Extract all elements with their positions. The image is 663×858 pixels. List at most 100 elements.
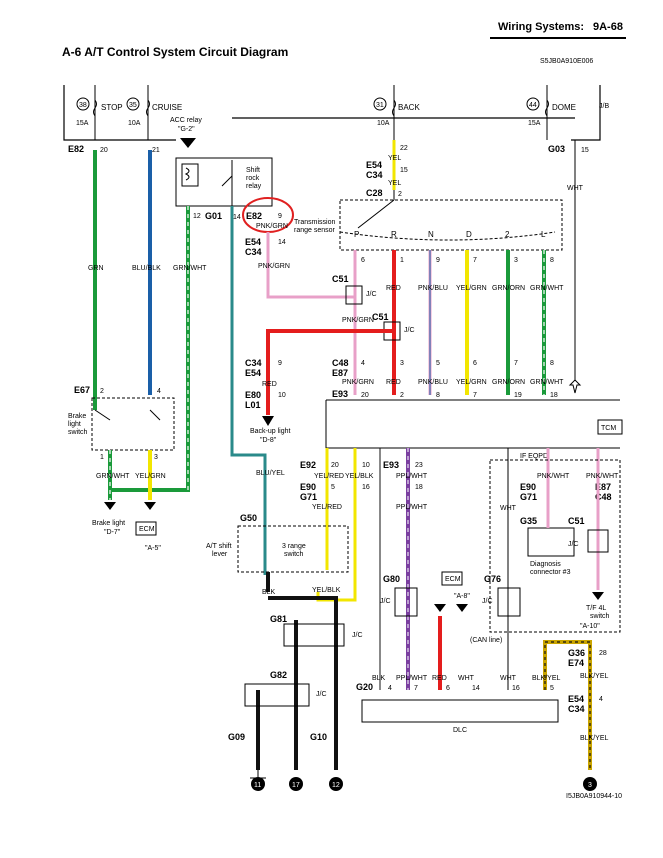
tcm-box [597,419,623,435]
dlc-pin-14: 14 [472,685,480,692]
svg-text:23: 23 [415,462,423,469]
svg-text:1: 1 [100,454,104,461]
can-line-label: (CAN line) [470,637,502,644]
conn-e74: E74 [568,658,584,668]
conn-e90-a: E90 [300,482,316,492]
fuse-stop-name: STOP [101,103,123,112]
svg-text:14: 14 [233,214,241,221]
wire-label-yel-1: YEL [388,155,401,162]
at-shift-lever-box [237,525,349,573]
section-title: Wiring Systems: [498,21,585,33]
ground-label-11: 11 [254,782,261,789]
svg-text:28: 28 [599,650,607,657]
svg-text:18: 18 [415,484,423,491]
svg-text:5: 5 [331,484,335,491]
svg-text:22: 22 [400,145,408,152]
conn-e93-bottom: E93 [383,460,399,470]
trs-letter-r: R [391,230,397,239]
diag-label-2: connector #3 [530,569,571,576]
conn-e93-top: E93 [332,389,348,399]
dlc-pin-7: 7 [414,685,418,692]
wire-label-yelgrn-2: YEL/GRN [456,379,487,386]
wire-label-pnkblu-2: PNK/BLU [418,379,448,386]
wire-label-blublk: BLU/BLK [132,265,161,272]
trs-letter-d: D [466,230,472,239]
page-number: 9A-68 [593,21,623,33]
wire-label-red-3: RED [386,379,401,386]
brake-switch-box [91,397,175,451]
wire-label-wht-1: WHT [567,185,584,192]
ecm-box-a [135,521,157,536]
conn-c34-mid: C34 [245,247,262,257]
conn-e82-circle: E82 [246,211,262,221]
conn-g36: G36 [568,648,585,658]
conn-e54-mid: E54 [245,237,261,247]
fuse-dome-num: 44 [529,102,537,109]
svg-text:8: 8 [436,392,440,399]
conn-g50: G50 [240,513,257,523]
svg-text:1: 1 [400,257,404,264]
wire-label-grnwht-3: GRN/WHT [530,379,564,386]
fuse-cruise-name: CRUISE [152,103,182,112]
shift-lock-relay [175,157,273,210]
connector-flag [568,379,582,394]
fuse-cruise-amp: 10A [128,120,141,127]
conn-g03: G03 [548,144,565,154]
wire-yel-blk [316,448,357,602]
wire-label-yelgrn-1: YEL/GRN [456,285,487,292]
jc-g81 [283,623,345,647]
tf-ref: "A-10" [580,623,600,630]
wire-label-bluyel: BLU/YEL [256,470,285,477]
conn-c34-top: C34 [366,170,383,180]
wire-blu-yel [230,206,267,575]
svg-text:6: 6 [473,360,477,367]
at-lever-label-1: A/T shift [206,543,232,550]
at-lever-label-2: lever [212,551,228,558]
jb-label: J/B [599,103,609,110]
conn-e87-b: E87 [595,482,611,492]
jc-g76 [497,587,521,617]
dlc-box [361,699,559,723]
range3-label-2: switch [284,551,304,558]
fuse-back-name: BACK [398,103,420,112]
ecm-label-b: ECM [445,576,461,583]
wire-label-yelblk-1: YEL/BLK [345,473,374,480]
wire-label-pplwht-3: PPL/WHT [396,675,428,682]
svg-text:20: 20 [361,392,369,399]
svg-text:2: 2 [400,392,404,399]
wire-label-grnorn-2: GRN/ORN [492,379,525,386]
trs-letter-p: P [354,230,359,239]
shift-lock-label-1: Shift [246,167,260,174]
tf-label-2: switch [590,613,610,620]
backup-ref: "D-8" [260,437,277,444]
backup-label: Back-up light [250,428,291,435]
conn-g80: G80 [383,574,400,584]
conn-c34-bottom: C34 [568,704,585,714]
wire-label-blk-1: BLK [262,589,276,596]
wire-label-yelred-1: YEL/RED [314,473,344,480]
dlc-pin-16: 16 [512,685,520,692]
wire-label-grnorn-1: GRN/ORN [492,285,525,292]
wire-label-red-4: RED [432,675,447,682]
svg-text:20: 20 [100,147,108,154]
ground-label-3: 3 [588,782,592,789]
acc-relay-ref: "G-2" [178,126,195,133]
range3-label-1: 3 range [282,543,306,550]
trs-letter-2: 2 [505,230,510,239]
jc-label-g76: J/C [482,598,493,605]
conn-g35: G35 [520,516,537,526]
wire-label-pnkgrn-2: PNK/GRN [258,263,290,270]
wire-label-yelred-2: YEL/RED [312,504,342,511]
ecm-ref-b: "A-8" [454,593,470,600]
jc-label-g80: J/C [380,598,391,605]
ground-symbols [251,777,597,791]
svg-text:12: 12 [193,213,201,220]
wire-label-yelgrn-3: YEL/GRN [135,473,166,480]
ground-11 [250,770,266,779]
wire-label-grnwht-2: GRN/WHT [530,285,564,292]
dlc-pin-6: 6 [446,685,450,692]
dlc-label: DLC [453,727,467,734]
conn-g10: G10 [310,732,327,742]
wire-label-blkyel-2: BLK/YEL [580,735,609,742]
svg-text:4: 4 [599,696,603,703]
